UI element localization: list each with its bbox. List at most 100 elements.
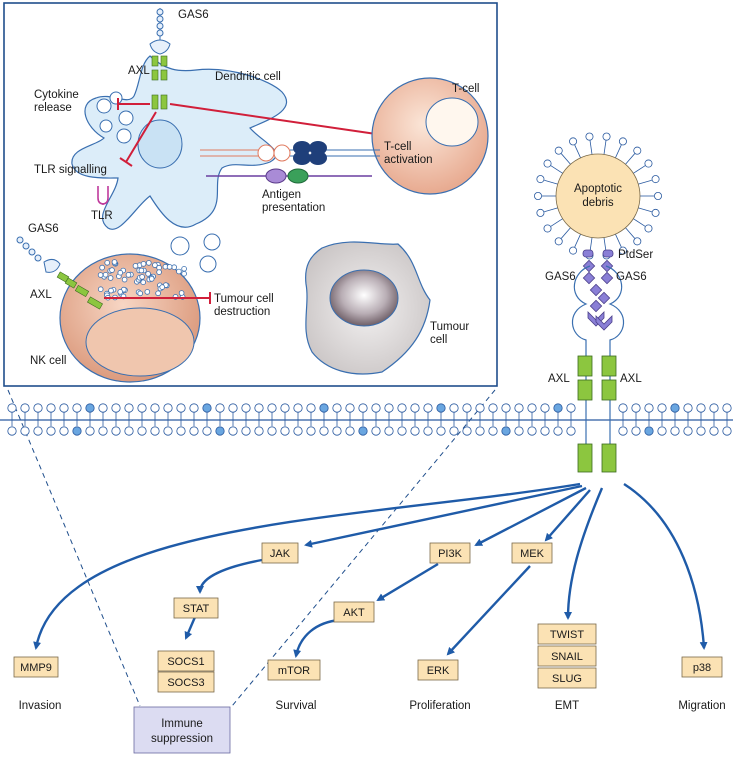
immune-suppression-label-1: Immune	[161, 718, 203, 730]
lipid-head	[33, 403, 43, 413]
debris-lipid-tail	[615, 234, 622, 248]
nk-cell-label: NK cell	[30, 355, 66, 367]
tlr-signalling-label: TLR signalling	[34, 164, 107, 176]
gas6-ligand-dendritic	[149, 8, 171, 55]
debris-lipid-head	[543, 224, 552, 233]
tumour-destruction-label-1: Tumour cell	[214, 293, 274, 305]
stat-label: STAT	[183, 603, 210, 615]
t-cell-label: T-cell	[452, 83, 479, 95]
gas6-ligand-nk	[16, 236, 61, 273]
lipid-head	[293, 403, 303, 413]
lipid-head	[137, 403, 147, 413]
lipid-head	[150, 426, 160, 436]
debris-lipid-head	[536, 208, 545, 217]
lipid-head	[254, 426, 264, 436]
debris-lipid-head	[602, 132, 611, 141]
debris-lipid-tail	[561, 227, 571, 239]
lipid-head	[7, 426, 17, 436]
mmp9-label: MMP9	[20, 662, 52, 674]
mtor-label: mTOR	[278, 665, 310, 677]
lipid-head	[215, 426, 225, 436]
debris-lipid-head	[633, 237, 642, 246]
socs1-label: SOCS1	[167, 656, 204, 668]
erk-label: ERK	[427, 665, 450, 677]
lipid-head	[618, 403, 628, 413]
apoptotic-label-1: Apoptotic	[574, 183, 622, 195]
lipid-head	[189, 403, 199, 413]
axl-nk-label: AXL	[30, 289, 52, 301]
antigen-label-2: presentation	[262, 202, 325, 214]
lipid-head	[410, 426, 420, 436]
debris-lipid-tail	[589, 237, 593, 252]
apoptotic-debris-body	[555, 153, 641, 239]
cell-membrane	[0, 403, 733, 436]
debris-lipid-head	[536, 175, 545, 184]
debris-lipid-tail	[544, 179, 558, 185]
lipid-head	[488, 426, 498, 436]
lipid-head	[657, 403, 667, 413]
lipid-head	[33, 426, 43, 436]
tlr-label: TLR	[91, 210, 113, 222]
lipid-head	[163, 403, 173, 413]
debris-lipid-head	[569, 137, 578, 146]
lipid-head	[306, 426, 316, 436]
gas6-top-label: GAS6	[178, 9, 209, 21]
nk-granule	[181, 270, 187, 277]
debris-lipid-head	[554, 146, 563, 155]
zoom-line-left	[7, 389, 141, 707]
lipid-head	[722, 403, 732, 413]
lipid-head	[267, 426, 277, 436]
debris-lipid-head	[644, 159, 653, 168]
tumour-cell-label-2: cell	[430, 334, 447, 346]
debris-lipid-head	[651, 208, 660, 217]
slug-box	[537, 667, 597, 689]
lipid-head	[566, 426, 576, 436]
lipid-head	[332, 403, 342, 413]
dendritic-cell-label: Dendritic cell	[215, 71, 281, 83]
akt-box	[333, 601, 375, 623]
debris-lipid-tail	[544, 207, 558, 213]
lipid-head	[436, 426, 446, 436]
lipid-head	[345, 426, 355, 436]
lipid-head	[527, 403, 537, 413]
tcell-activation-label-2: activation	[384, 154, 433, 166]
gas6-receptor-ligands	[582, 259, 614, 313]
debris-lipid-tail	[589, 140, 593, 155]
arrow-stat-to-socs	[184, 616, 197, 640]
lipid-head	[176, 403, 186, 413]
lipid-head	[475, 426, 485, 436]
zoom-line-right	[231, 389, 496, 707]
akt-label: AKT	[343, 607, 365, 619]
nk-granule	[155, 290, 161, 297]
tumour-cell-label-1: Tumour	[430, 321, 469, 333]
nk-granule	[137, 290, 144, 297]
debris-lipid-tail	[561, 153, 571, 165]
lipid-head	[228, 403, 238, 413]
lipid-head	[657, 426, 667, 436]
ptdser-label: PtdSer	[618, 249, 653, 261]
lipid-head	[683, 403, 693, 413]
jak-label: JAK	[270, 548, 291, 560]
immune-inset-panel: GAS6 AXL Dendritic cell Cytokine release…	[3, 2, 498, 387]
debris-lipid-tail	[633, 165, 646, 174]
lipid-head	[410, 403, 420, 413]
lipid-head	[501, 403, 511, 413]
nk-granule	[107, 275, 114, 281]
arrow-to-mmp9	[33, 482, 581, 650]
immune-synapse	[200, 141, 380, 184]
lipid-head	[722, 426, 732, 436]
debris-lipid-tail	[603, 237, 607, 252]
lipid-head	[670, 426, 680, 436]
lipid-head	[397, 403, 407, 413]
arrow-to-mek	[544, 489, 591, 542]
nk-granule	[97, 272, 104, 278]
nk-granule	[111, 259, 118, 265]
lipid-head	[696, 426, 706, 436]
immune-suppression-label-2: suppression	[151, 733, 213, 745]
p38-label: p38	[693, 662, 711, 674]
nk-granule	[108, 287, 114, 294]
twist-box	[537, 623, 597, 645]
debris-lipid-tail	[574, 234, 581, 248]
lipid-head	[332, 426, 342, 436]
lipid-head	[85, 403, 95, 413]
